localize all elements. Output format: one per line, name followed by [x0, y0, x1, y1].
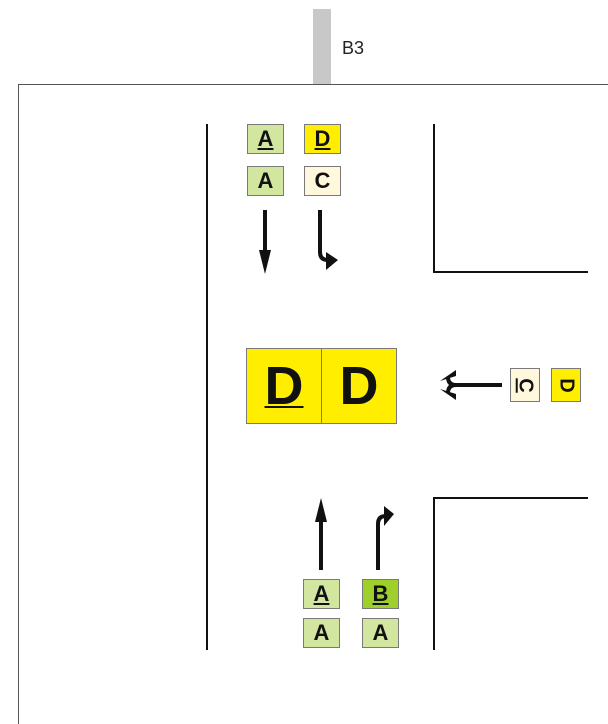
northeast-curb-line: [433, 124, 588, 273]
northbound-right-turn-arrow: [376, 506, 394, 570]
southbound-through-arrow: [259, 210, 271, 274]
westbound-left-right-arrow: [440, 370, 502, 400]
diagram-frame: [18, 84, 608, 724]
southbound-left-bottom-los: A: [247, 166, 284, 196]
approach-label: B3: [342, 38, 365, 58]
approach-tab-bar: [313, 9, 331, 85]
southbound-right-turn-arrow: [318, 210, 338, 270]
westbound-top-los: C: [510, 368, 540, 402]
southeast-curb-line: [433, 497, 588, 650]
northbound-right-bottom-los: A: [362, 618, 399, 648]
northbound-right-top-los: B: [362, 579, 399, 609]
southbound-left-top-los: A: [247, 124, 284, 154]
intersection-los-right: D: [321, 348, 397, 424]
northbound-through-arrow: [315, 498, 327, 570]
northbound-left-top-los: A: [303, 579, 340, 609]
northbound-left-bottom-los: A: [303, 618, 340, 648]
road-lines: [206, 124, 588, 650]
southbound-right-bottom-los: C: [304, 166, 341, 196]
southbound-right-top-los: D: [304, 124, 341, 154]
westbound-bottom-los: D: [551, 368, 581, 402]
intersection-los-left: D: [246, 348, 322, 424]
